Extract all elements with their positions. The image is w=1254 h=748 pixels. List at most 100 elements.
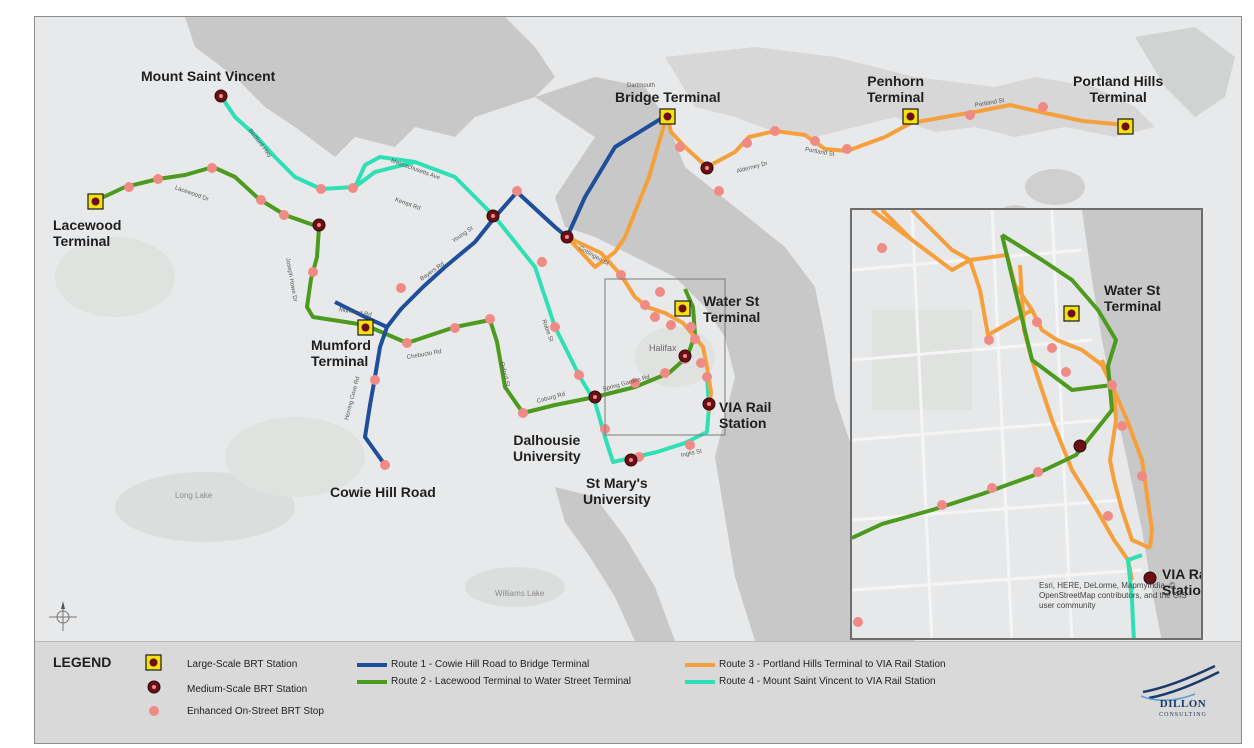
stop [666,320,676,330]
stop [937,500,947,510]
medium-station-center [683,354,687,358]
stop [877,243,887,253]
inset-route-3-a [870,210,1151,550]
legend-route-4-label: Route 4 - Mount Saint Vincent to VIA Rai… [719,676,936,687]
park-patch-2 [225,417,365,497]
area-label-dartmouth: Dartmouth [627,83,656,89]
stop [842,144,852,154]
map-credit: Esri, HERE, DeLorme, MapmyIndia, © OpenS… [1039,581,1187,610]
stop [518,408,528,418]
legend-route-1-label: Route 1 - Cowie Hill Road to Bridge Term… [391,659,590,670]
stop [1047,343,1057,353]
stop [1033,467,1043,477]
legend-route-3-swatch [685,663,715,667]
map-frame: Bedford Hwy Massachusetts Ave Kempt Rd L… [34,16,1242,744]
east-lakes [1135,27,1235,117]
stop [696,358,706,368]
stop [279,210,289,220]
inset-extent-box [604,278,726,436]
medium-station-center [317,223,321,227]
stop [630,378,640,388]
medium-station-center [593,395,597,399]
medium-station-center [565,235,569,239]
large-stations [87,108,1134,336]
label-portland-hills-terminal: Portland Hills Terminal [1073,73,1164,105]
label-lacewood-terminal: Lacewood Terminal [53,217,122,249]
inset-route-2-b [1000,234,1113,392]
stop [686,322,696,332]
legend-route-3-label: Route 3 - Portland Hills Terminal to VIA… [719,659,946,670]
stop [853,617,863,627]
legend-route-2-label: Route 2 - Lacewood Terminal to Water Str… [391,676,631,687]
stop [402,338,412,348]
stop [640,300,650,310]
park-patch-1 [55,237,175,317]
stop [450,323,460,333]
stop [256,195,266,205]
stop [702,372,712,382]
large-station-lacewood [87,193,104,210]
medium-station-center [707,402,711,406]
legend-route-1-swatch [357,663,387,667]
large-station-water-st [674,300,691,317]
label-mount-saint-vincent: Mount Saint Vincent [141,68,276,84]
inset-map: Water St Terminal VIA Rail Station Esri,… [850,208,1203,640]
area-label-williams-lake: Williams Lake [495,589,545,598]
large-station-portland-hills [1117,118,1134,135]
label-via-rail-station: VIA Rail Station [719,399,772,431]
stop [742,138,752,148]
area-label-halifax: Halifax [649,343,677,353]
halifax-harbour [535,77,915,641]
legend-large-station-label: Large-Scale BRT Station [187,659,298,670]
medium-stations [214,89,716,467]
inset-route-4 [1126,553,1143,638]
stop [574,370,584,380]
area-label-long-lake: Long Lake [175,491,213,500]
label-st-marys-university: St Mary's University [583,475,651,507]
lake-1 [1025,169,1085,205]
inset-route-3-b [910,210,1033,337]
northwest-arm [555,487,675,641]
stop [1107,380,1117,390]
inset-park [872,310,972,410]
inset-water-st-station [1063,305,1080,322]
stop [810,136,820,146]
north-arrow-icon [49,601,77,631]
stop [124,182,134,192]
large-station-mumford [357,319,374,336]
medium-station-center [705,166,709,170]
stop [153,174,163,184]
large-station-penhorn [902,108,919,125]
stop [1032,317,1042,327]
route-4-line [219,94,711,464]
label-cowie-hill-road: Cowie Hill Road [330,484,436,500]
stop [685,440,695,450]
stop [380,460,390,470]
stop [1117,421,1127,431]
stop [512,186,522,196]
legend-medium-station-label: Medium-Scale BRT Station [187,684,308,695]
inset-medium-station-via-rail [1143,571,1157,585]
stop [1103,511,1113,521]
stop [675,142,685,152]
inset-medium-station-halifax [1073,439,1087,453]
stop [690,334,700,344]
dillon-logo-sub: CONSULTING [1159,712,1207,718]
stop [984,335,994,345]
stop [396,283,406,293]
label-mumford-terminal: Mumford Terminal [311,337,371,369]
stop [655,287,665,297]
stop [550,322,560,332]
dartmouth-cove [665,47,1155,137]
stop-markers [124,102,1048,470]
inset-map-canvas [852,210,1201,638]
inset-label-via-rail-station: VIA Rail Station [1162,566,1201,598]
stop [770,126,780,136]
stop [485,314,495,324]
route-1-line [363,113,669,467]
inset-street-grid [852,210,1143,638]
bedford-basin [185,17,555,157]
inset-label-water-st-terminal: Water St Terminal [1104,282,1162,314]
stop [660,368,670,378]
dillon-logo-name: DILLON [1159,698,1207,710]
